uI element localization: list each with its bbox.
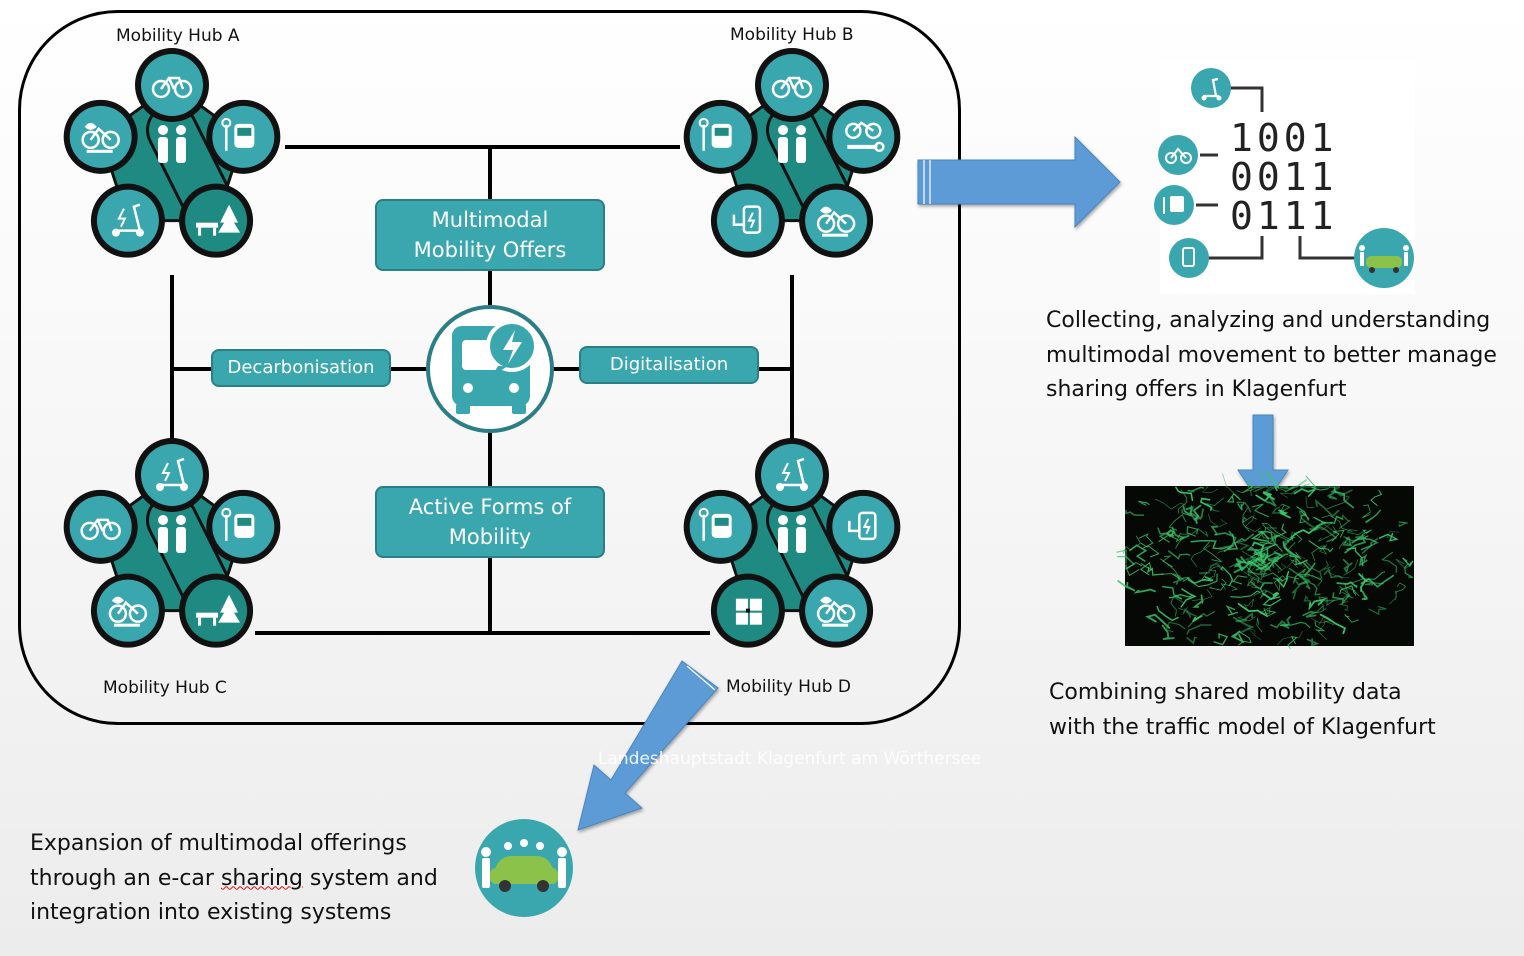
active-line-1: Active Forms of bbox=[408, 495, 572, 519]
expansion-line-3: integration into existing systems bbox=[30, 900, 392, 925]
collecting-line: Collecting, analyzing and understanding bbox=[1046, 308, 1491, 333]
binary-code: 1001 0011 0111 bbox=[1230, 119, 1338, 236]
multimodal-line-2: Mobility Offers bbox=[413, 238, 567, 262]
multimodal-mobility-offers-box: Multimodal Mobility Offers bbox=[375, 199, 605, 271]
expansion-description: Expansion of multimodal offerings throug… bbox=[30, 827, 438, 931]
bus-icon bbox=[683, 99, 758, 174]
combining-line: with the traffic model of Klagenfurt bbox=[1049, 714, 1436, 740]
collecting-description: Collecting, analyzing and understanding … bbox=[1046, 304, 1497, 408]
watermark: Landeshauptstadt Klagenfurt am Wörtherse… bbox=[598, 749, 982, 769]
spellcheck-word: sharing bbox=[220, 865, 303, 891]
collecting-line: multimodal movement to better manage bbox=[1046, 342, 1497, 368]
digitalisation-box: Digitalisation bbox=[579, 346, 759, 384]
traffic-model-map bbox=[1116, 470, 1414, 649]
decarbonisation-box: Decarbonisation bbox=[211, 349, 391, 387]
system-frame bbox=[18, 10, 961, 725]
ebike-icon bbox=[799, 183, 874, 258]
bus-icon bbox=[683, 489, 758, 564]
bus-icon bbox=[206, 489, 281, 564]
binary-row: 0111 bbox=[1230, 194, 1338, 238]
mobility-hub-b bbox=[683, 48, 901, 258]
mobility-hub-d bbox=[683, 438, 901, 648]
combining-line: Combining shared mobility data bbox=[1049, 680, 1402, 705]
collecting-line: sharing offers in Klagenfurt bbox=[1046, 377, 1347, 402]
decarbonisation-label: Decarbonisation bbox=[227, 357, 375, 378]
hub-c-label: Mobility Hub C bbox=[103, 678, 227, 698]
active-line-2: Mobility bbox=[448, 525, 532, 549]
scooter-icon bbox=[1191, 68, 1231, 108]
arrow-to-data bbox=[917, 135, 1121, 229]
mobility-hub-c bbox=[63, 438, 281, 648]
ecar-sharing-icon bbox=[475, 819, 573, 917]
carsharing-icon bbox=[1354, 228, 1414, 288]
charger-icon bbox=[826, 489, 901, 564]
arrow-to-ecar bbox=[577, 660, 719, 831]
binary-row: 0011 bbox=[1230, 155, 1338, 199]
puzzle-icon bbox=[710, 573, 785, 648]
active-forms-of-mobility-box: Active Forms of Mobility bbox=[375, 486, 605, 558]
data-analysis-graphic bbox=[1154, 62, 1415, 294]
hub-d-label: Mobility Hub D bbox=[726, 677, 852, 697]
scooter-icon bbox=[135, 438, 209, 512]
ebike-icon bbox=[799, 573, 874, 648]
mobility-hub-a bbox=[63, 48, 281, 258]
expansion-line-2: through an e-car sharing system and bbox=[30, 862, 438, 897]
hubs-layer bbox=[63, 48, 901, 648]
expansion-line-2-prefix: through an e-car bbox=[30, 865, 221, 891]
bike-icon bbox=[135, 48, 209, 122]
binary-row: 1001 bbox=[1230, 116, 1338, 160]
bench-tree-icon bbox=[179, 183, 254, 258]
hub-a-label: Mobility Hub A bbox=[116, 26, 240, 46]
bikewrench-icon bbox=[826, 99, 901, 174]
bike-icon bbox=[63, 489, 138, 564]
charging-station-icon bbox=[1169, 238, 1209, 278]
center-ebus-icon bbox=[426, 305, 554, 433]
charger-icon bbox=[710, 183, 785, 258]
bike-icon bbox=[755, 48, 829, 122]
combining-description: Combining shared mobility data with the … bbox=[1049, 676, 1436, 745]
scooter-icon bbox=[755, 438, 829, 512]
expansion-line-2-suffix: system and bbox=[302, 865, 438, 891]
multimodal-line-1: Multimodal bbox=[431, 208, 549, 232]
bench-tree-icon bbox=[179, 573, 254, 648]
expansion-line-1: Expansion of multimodal offerings bbox=[30, 831, 407, 856]
hub-b-label: Mobility Hub B bbox=[730, 25, 854, 45]
digitalisation-label: Digitalisation bbox=[609, 354, 729, 375]
ebike-icon bbox=[1158, 135, 1198, 175]
bus-icon bbox=[206, 99, 281, 174]
ebike-icon bbox=[90, 573, 165, 648]
bus-stop-icon bbox=[1154, 185, 1194, 225]
scooter-icon bbox=[90, 183, 165, 258]
ebike-icon bbox=[63, 99, 138, 174]
